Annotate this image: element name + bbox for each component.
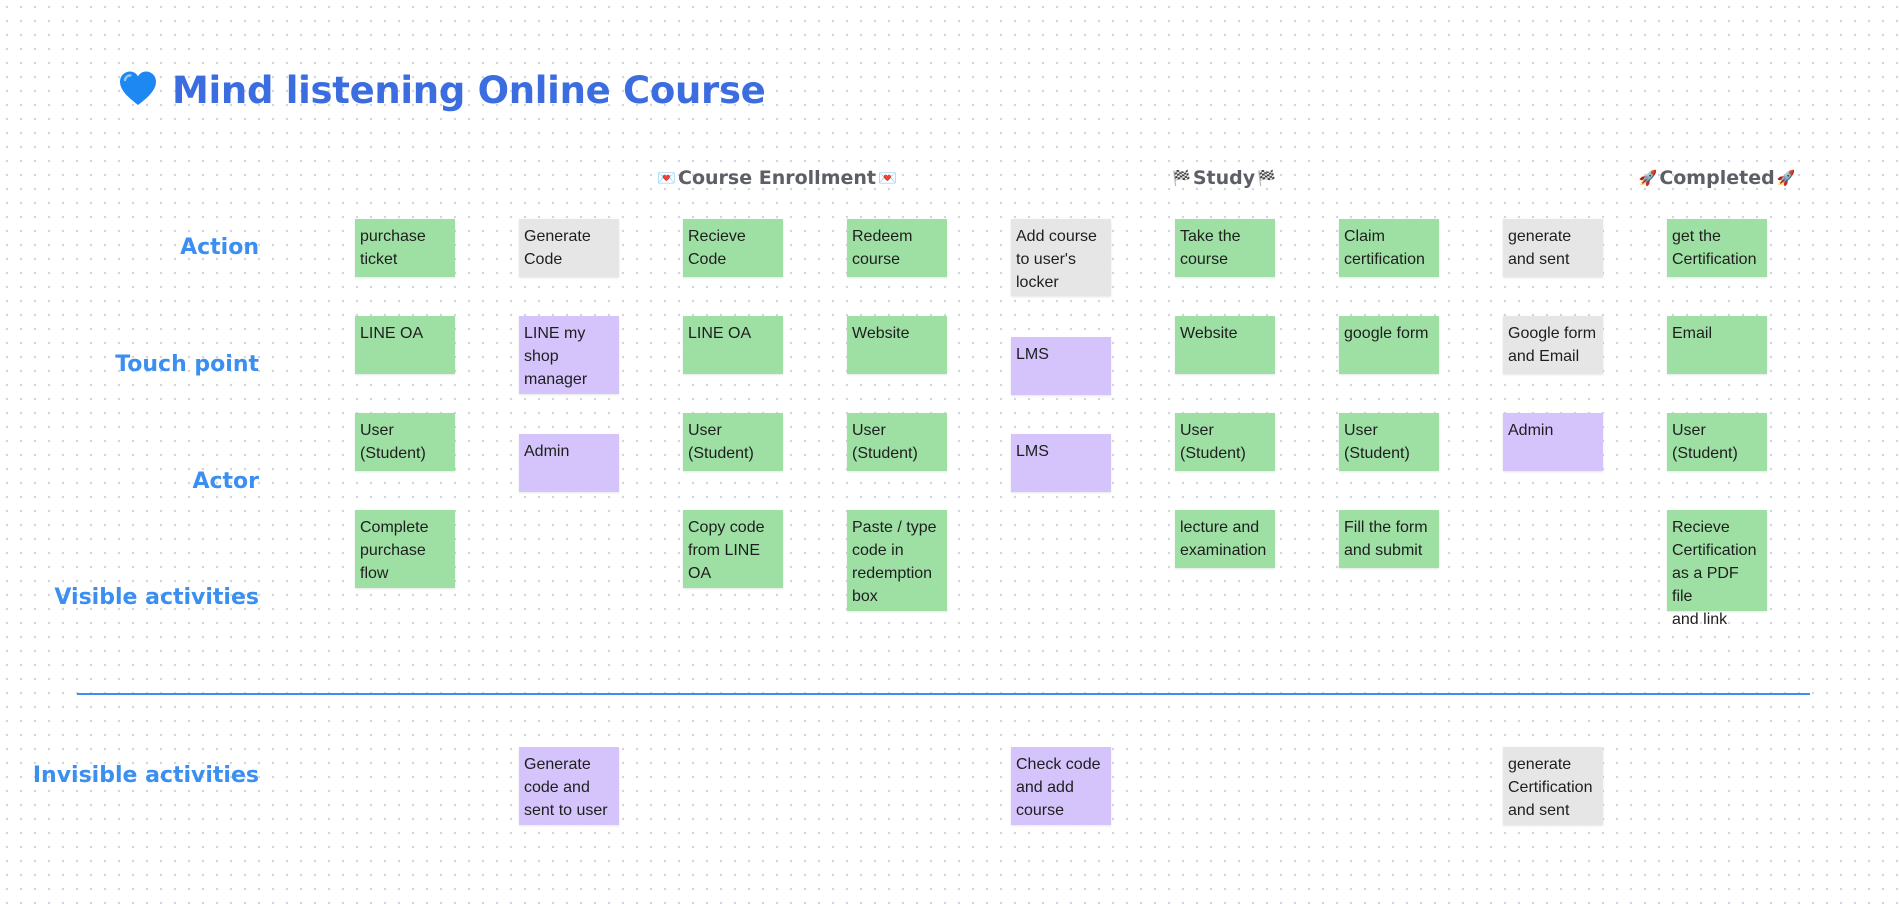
sticky-note-touch-point[interactable]: google form: [1339, 316, 1439, 374]
phase-completed: 🚀 Completed 🚀: [1639, 162, 1796, 194]
board-title: Mind listening Online Course: [118, 62, 766, 118]
sticky-note-touch-point[interactable]: Website: [1175, 316, 1275, 374]
sticky-note-actor[interactable]: User (Student): [1667, 413, 1767, 471]
checkered-flag-icon: 🏁: [1172, 168, 1191, 187]
sticky-note-touch-point[interactable]: Google form and Email: [1503, 316, 1603, 374]
sticky-note-actor[interactable]: User (Student): [1339, 413, 1439, 471]
sticky-note-action[interactable]: Add course to user's locker: [1011, 219, 1111, 296]
sticky-note-touch-point[interactable]: LINE my shop manager: [519, 316, 619, 394]
rocket-icon: 🚀: [1776, 168, 1796, 187]
sticky-note-action[interactable]: purchase ticket: [355, 219, 455, 277]
sticky-note-action[interactable]: Generate Code: [519, 219, 619, 277]
row-label-touch-point: Touch point: [115, 352, 259, 377]
sticky-note-actor[interactable]: LMS: [1011, 434, 1111, 492]
love-letter-icon: 💌: [877, 168, 897, 187]
sticky-note-action[interactable]: Recieve Code: [683, 219, 783, 277]
sticky-note-actor[interactable]: Admin: [1503, 413, 1603, 471]
rocket-icon: 🚀: [1638, 168, 1658, 187]
sticky-note-actor[interactable]: Admin: [519, 434, 619, 492]
sticky-note-invisible[interactable]: Generate code and sent to user: [519, 747, 619, 825]
phase-label: Course Enrollment: [678, 167, 876, 189]
sticky-note-visible[interactable]: Recieve Certification as a PDF file and …: [1667, 510, 1767, 628]
sticky-note-action[interactable]: Claim certification: [1339, 219, 1439, 277]
row-label-invisible-activities: Invisible activities: [32, 763, 259, 788]
sticky-note-visible[interactable]: Copy code from LINE OA: [683, 510, 783, 588]
phase-course-enrollment: 💌 Course Enrollment 💌: [657, 162, 896, 194]
row-label-visible-activities: Visible activities: [54, 585, 259, 610]
visibility-divider: [77, 693, 1810, 695]
sticky-note-touch-point[interactable]: Website: [847, 316, 947, 374]
sticky-note-action[interactable]: Redeem course: [847, 219, 947, 277]
sticky-note-touch-point[interactable]: Email: [1667, 316, 1767, 374]
sticky-note-invisible[interactable]: Check code and add course: [1011, 747, 1111, 825]
phase-study: 🏁 Study 🏁: [1172, 162, 1276, 194]
sticky-note-touch-point[interactable]: LINE OA: [355, 316, 455, 374]
row-label-action: Action: [180, 235, 259, 260]
sticky-note-actor[interactable]: User (Student): [847, 413, 947, 471]
phase-label: Completed: [1659, 167, 1775, 189]
sticky-note-visible[interactable]: lecture and examination: [1175, 510, 1275, 568]
title-text: Mind listening Online Course: [172, 68, 766, 112]
sticky-note-visible[interactable]: Paste / type code in redemption box: [847, 510, 947, 611]
sticky-note-action[interactable]: get the Certification: [1667, 219, 1767, 277]
sticky-note-invisible[interactable]: generate Certification and sent: [1503, 747, 1603, 825]
sticky-note-touch-point[interactable]: LMS: [1011, 337, 1111, 395]
row-label-actor: Actor: [192, 469, 259, 494]
checkered-flag-icon: 🏁: [1257, 168, 1276, 187]
sticky-note-action[interactable]: Take the course: [1175, 219, 1275, 277]
sticky-note-touch-point[interactable]: LINE OA: [683, 316, 783, 374]
love-letter-icon: 💌: [657, 168, 677, 187]
sticky-note-visible[interactable]: Fill the form and submit: [1339, 510, 1439, 568]
blue-heart-icon: [120, 71, 156, 105]
sticky-note-action[interactable]: generate and sent: [1503, 219, 1603, 277]
sticky-note-actor[interactable]: User (Student): [1175, 413, 1275, 471]
phase-label: Study: [1192, 167, 1256, 189]
sticky-note-actor[interactable]: User (Student): [355, 413, 455, 471]
sticky-note-visible[interactable]: Complete purchase flow: [355, 510, 455, 588]
sticky-note-actor[interactable]: User (Student): [683, 413, 783, 471]
